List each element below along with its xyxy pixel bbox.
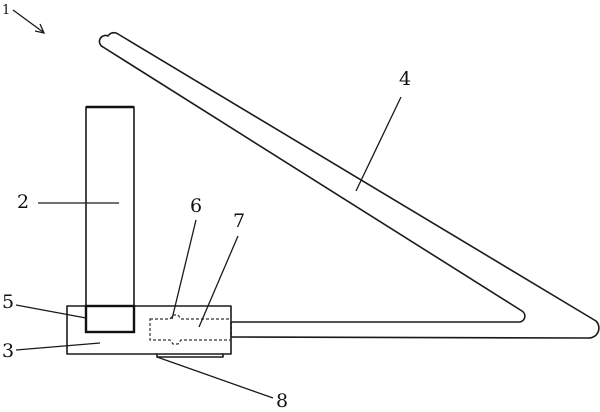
label-4: 4 [399,68,411,90]
label-3: 3 [2,340,14,362]
label-1: 1 [2,3,10,18]
leader-3 [15,342,101,351]
arrow-1-shaft [12,9,44,33]
slanted-arm-part-4 [98,31,600,339]
leader-8 [156,356,274,399]
leader-7 [198,235,239,328]
arrow-1-head [34,23,46,34]
label-2: 2 [17,191,29,213]
dashed-slot-part-6-7 [149,314,232,345]
label-6: 6 [190,195,202,217]
label-8: 8 [276,390,288,412]
label-5: 5 [2,291,14,313]
leader-5 [15,304,87,319]
base-block-part-3 [66,305,232,355]
bottom-strip-part-8 [156,353,224,358]
post-socket-part-5 [84,304,136,334]
leader-6 [171,219,197,320]
vertical-post-part-2 [85,106,135,307]
leader-4 [355,96,402,192]
label-7: 7 [233,210,245,232]
